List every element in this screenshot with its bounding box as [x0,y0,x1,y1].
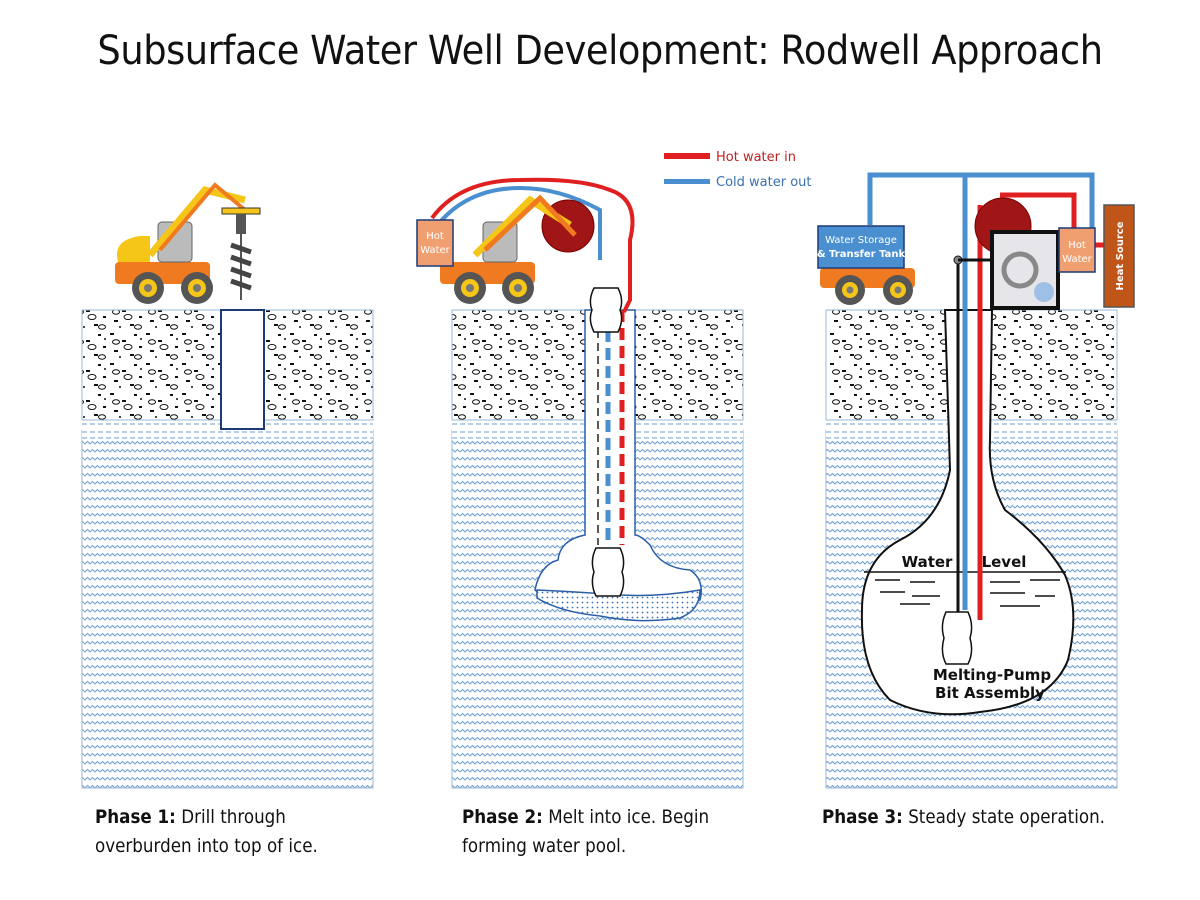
legend-label-cold: Cold water out [716,175,812,190]
legend-label-hot: Hot water in [716,150,796,165]
phase1-caption-title: Phase 1: [95,806,176,828]
phase2-panel: Hot Water [416,177,744,789]
legend-swatch-cold [664,179,710,184]
phase3-hot-water-label-2: Water [1062,254,1092,265]
water-level-label-right: Level [982,553,1027,571]
phase2-hot-water-label-1: Hot [426,231,444,242]
phase2-hot-water-label-2: Water [420,245,450,256]
phase2-bit-lower-icon [591,547,625,597]
phase1-borehole [220,309,265,430]
phase3-hot-water-label-1: Hot [1068,240,1086,251]
water-storage-tank [817,225,905,269]
water-level-label-left: Water [902,553,953,571]
phase2-caption-title: Phase 2: [462,806,543,828]
legend-item-cold: Cold water out [664,175,812,190]
phase1-caption-line2: overburden into top of ice. [95,835,318,857]
skid-steer-auger-icon [115,182,261,304]
legend-item-hot: Hot water in [664,150,796,165]
phase3-well-cavity [860,309,1075,716]
phase3-hot-water-box [1058,227,1096,273]
phase1-panel [81,182,374,789]
phase3-skid-steer-icon [820,268,915,305]
page-title: Subsurface Water Well Development: Rodwe… [97,28,1103,74]
legend: Hot water in Cold water out [664,150,812,190]
tank-label-2: & Transfer Tank [817,249,906,260]
phase3-panel: Water Level Melting-Pump Bit Assembly Ho… [817,172,1135,789]
phase2-caption-line1: Melt into ice. Begin [542,806,710,828]
phase1-caption-line1: Drill through [175,806,286,828]
phase3-caption: Phase 3: Steady state operation. [822,803,1105,832]
phase2-caption: Phase 2: Melt into ice. Begin forming wa… [462,803,709,861]
bit-label-1: Melting-Pump [933,666,1051,684]
phase2-bit-upper-icon [589,287,623,333]
tank-label-1: Water Storage [825,235,897,246]
phase3-caption-line1: Steady state operation. [902,806,1105,828]
phase2-caption-line2: forming water pool. [462,835,627,857]
legend-swatch-hot [664,153,710,159]
phase1-ice [81,429,374,789]
phase3-caption-title: Phase 3: [822,806,903,828]
phase2-skid-steer-icon [440,194,577,304]
heat-source-box [1103,204,1135,308]
bit-label-2: Bit Assembly [935,684,1045,702]
phase3-bit-icon [941,611,973,665]
phase1-caption: Phase 1: Drill through overburden into t… [95,803,318,861]
heat-source-label: Heat Source [1115,221,1126,290]
phase2-hot-water-box [416,219,454,267]
